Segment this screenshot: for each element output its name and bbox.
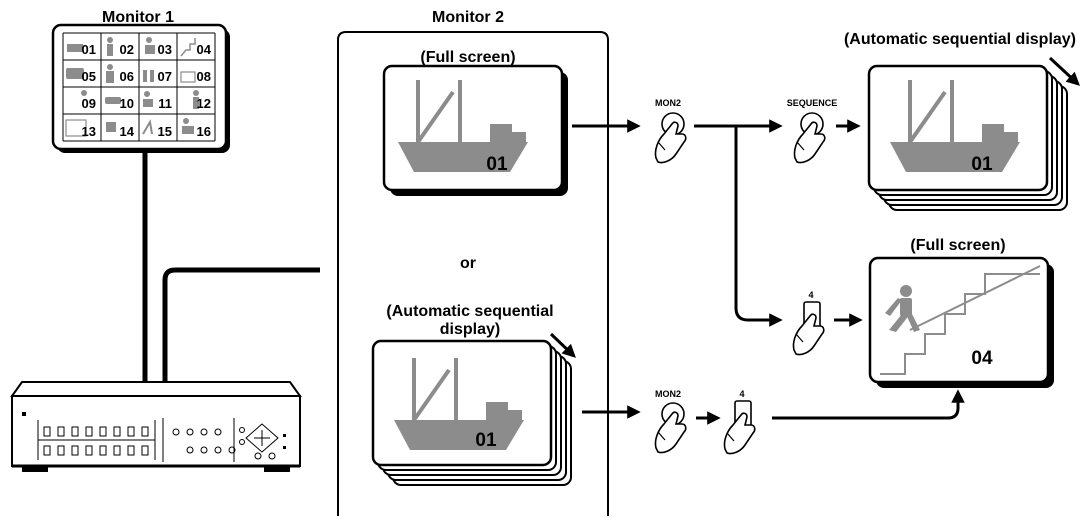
full-screen-04: 04 — [868, 256, 1054, 388]
tile-number: 02 — [120, 42, 134, 57]
tile-01: 01 — [67, 42, 96, 57]
top-auto-caption: (Automatic sequential display) — [844, 31, 1076, 48]
monitor2-title: Monitor 2 — [432, 9, 504, 26]
top-auto-stack: 01 — [867, 64, 1068, 211]
monitor2-auto-caption-line2: display) — [440, 321, 500, 338]
mon2-button[interactable] — [654, 112, 687, 164]
tile-number: 10 — [120, 96, 134, 111]
tile-16: 16 — [182, 118, 211, 139]
tile-number: 03 — [158, 42, 172, 57]
screen-number: 01 — [475, 430, 497, 451]
top-full-caption: (Full screen) — [910, 237, 1005, 254]
tile-number: 01 — [82, 42, 96, 57]
key4-label: 4 — [808, 290, 813, 300]
tile-10: 10 — [105, 96, 134, 111]
tile-05: 05 — [66, 68, 96, 84]
screen-number: 04 — [971, 348, 993, 369]
tile-12: 12 — [193, 90, 211, 111]
tile-number: 15 — [158, 124, 172, 139]
monitor1-title: Monitor 1 — [102, 9, 174, 26]
tile-13: 13 — [65, 119, 96, 139]
arrow-to-full04-bottom — [772, 389, 965, 420]
tile-02: 02 — [107, 37, 134, 57]
sequence-key-label: SEQUENCE — [787, 98, 838, 108]
monitor2-auto-stack: 01 — [371, 339, 572, 486]
tile-03: 03 — [145, 37, 172, 57]
monitor2-panel — [337, 31, 609, 516]
tile-04: 04 — [180, 38, 212, 57]
key4-label: 4 — [739, 389, 744, 399]
tile-number: 09 — [82, 96, 96, 111]
tile-number: 06 — [120, 69, 134, 84]
tile-14: 14 — [106, 122, 135, 139]
tile-number: 11 — [158, 96, 172, 111]
tile-08: 08 — [180, 69, 211, 84]
or-label: or — [460, 255, 476, 272]
sequence-arrow — [549, 332, 576, 358]
tile-number: 07 — [158, 69, 172, 84]
monitor1-grid — [62, 32, 216, 142]
tile-number: 08 — [197, 69, 211, 84]
tile-number: 16 — [197, 124, 211, 139]
arrow-to-key4 — [734, 126, 783, 327]
tile-number: 05 — [82, 69, 96, 84]
screen-number: 01 — [971, 154, 993, 175]
tile-15: 15 — [142, 119, 172, 139]
tile-09: 09 — [81, 90, 96, 111]
bottom-key4-button[interactable] — [723, 400, 756, 455]
tile-number: 12 — [197, 96, 211, 111]
recorder-device — [10, 381, 302, 472]
sequence-button[interactable] — [793, 112, 826, 164]
monitor2-auto-caption-line1: (Automatic sequential — [386, 303, 553, 320]
tile-number: 14 — [120, 124, 135, 139]
tile-06: 06 — [106, 64, 134, 84]
mon2-key-label: MON2 — [655, 389, 681, 399]
tile-11: 11 — [143, 91, 172, 111]
tile-number: 04 — [197, 42, 212, 57]
tile-07: 07 — [143, 69, 172, 84]
screen-number: 01 — [486, 154, 508, 175]
key4-button[interactable] — [792, 301, 825, 356]
bottom-mon2-button[interactable] — [654, 402, 687, 454]
sequence-arrow — [1048, 56, 1080, 86]
mon2-key-label: MON2 — [655, 98, 681, 108]
monitor2-cable — [162, 267, 320, 385]
tile-number: 13 — [82, 124, 96, 139]
monitor2-full-caption: (Full screen) — [420, 49, 515, 66]
monitor2-full-screen: 01 — [382, 64, 568, 196]
